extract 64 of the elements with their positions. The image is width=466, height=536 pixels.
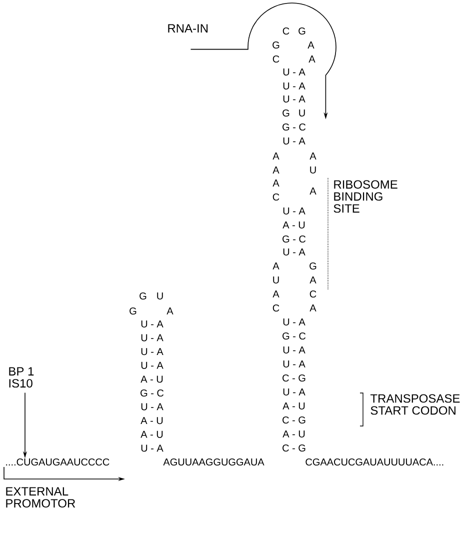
base-letter: U [273, 276, 279, 284]
base-letter: A [308, 56, 316, 62]
base-letter: C - G [282, 444, 306, 452]
base-letter: A [272, 152, 280, 160]
base-letter: C [272, 304, 280, 312]
base-letter: A [310, 304, 316, 312]
base-letter: U - A [141, 334, 164, 342]
base-letter: U - A [283, 208, 306, 214]
base-letter: A - U [140, 417, 163, 424]
base-letter: A [310, 188, 316, 194]
base-letter: G [272, 41, 280, 49]
base-letter: A [308, 42, 314, 48]
base-letter: G - C [140, 389, 164, 397]
base-letter: C [272, 193, 280, 201]
base-letter: A [272, 180, 280, 186]
text-label: RNA-IN [168, 24, 208, 32]
base-letter: U - A [141, 403, 164, 410]
base-letter: C [310, 290, 316, 298]
base-letter: A [272, 290, 280, 298]
base-letter: G [282, 109, 290, 117]
text-label: BP 1 IS10 [9, 367, 34, 388]
base-letter: A - U [140, 430, 163, 438]
base-letter: U - A [141, 320, 164, 328]
base-letter: A - U [282, 430, 305, 438]
base-letter: G - C [282, 235, 306, 243]
base-letter: G [130, 307, 136, 315]
base-letter: U - A [283, 318, 306, 326]
base-letter: U - A [283, 248, 306, 256]
sequence-text: ....CUGAUGAAUCCCC [6, 458, 110, 466]
base-letter: G - C [282, 332, 306, 340]
base-letter: U [157, 292, 163, 300]
text-label: TRANSPOSASE START CODON [370, 394, 460, 415]
base-letter: G [140, 292, 146, 300]
base-letter: G - C [282, 123, 306, 131]
base-letter: U - A [283, 346, 306, 354]
base-letter: U - A [283, 388, 306, 396]
base-letter: U - A [141, 348, 164, 356]
base-letter: G [298, 27, 306, 35]
text-label: EXTERNAL PROMOTOR [6, 487, 76, 508]
base-letter: A [272, 262, 280, 270]
base-letter: C [282, 27, 290, 35]
base-letter: U - A [141, 362, 164, 369]
base-letter: C [272, 55, 280, 63]
sequence-text: AGUUAAGGUGGAUA [163, 458, 264, 466]
base-letter: A - U [282, 402, 305, 410]
text-label: RIBOSOME BINDING SITE [334, 180, 398, 213]
base-letter: C - G [282, 416, 306, 424]
base-letter: A [310, 152, 316, 160]
base-letter: U - A [141, 444, 164, 452]
base-letter: A - U [282, 222, 305, 228]
base-letter: U [310, 166, 316, 174]
base-letter: G [310, 262, 316, 270]
base-letter: A [272, 166, 280, 174]
base-letter: U - A [283, 82, 306, 90]
base-letter: A [166, 308, 174, 314]
base-letter: U - A [283, 138, 306, 144]
base-letter: U - A [283, 68, 306, 76]
base-letter: A [310, 276, 316, 284]
base-letter: A - U [140, 376, 163, 383]
sequence-text: CGAACUCGAUAUUUUACA.... [306, 458, 444, 466]
base-letter: U - A [283, 96, 306, 102]
base-letter: C - G [282, 374, 306, 382]
base-letter: U - A [283, 360, 306, 368]
base-letter: U [299, 110, 305, 116]
